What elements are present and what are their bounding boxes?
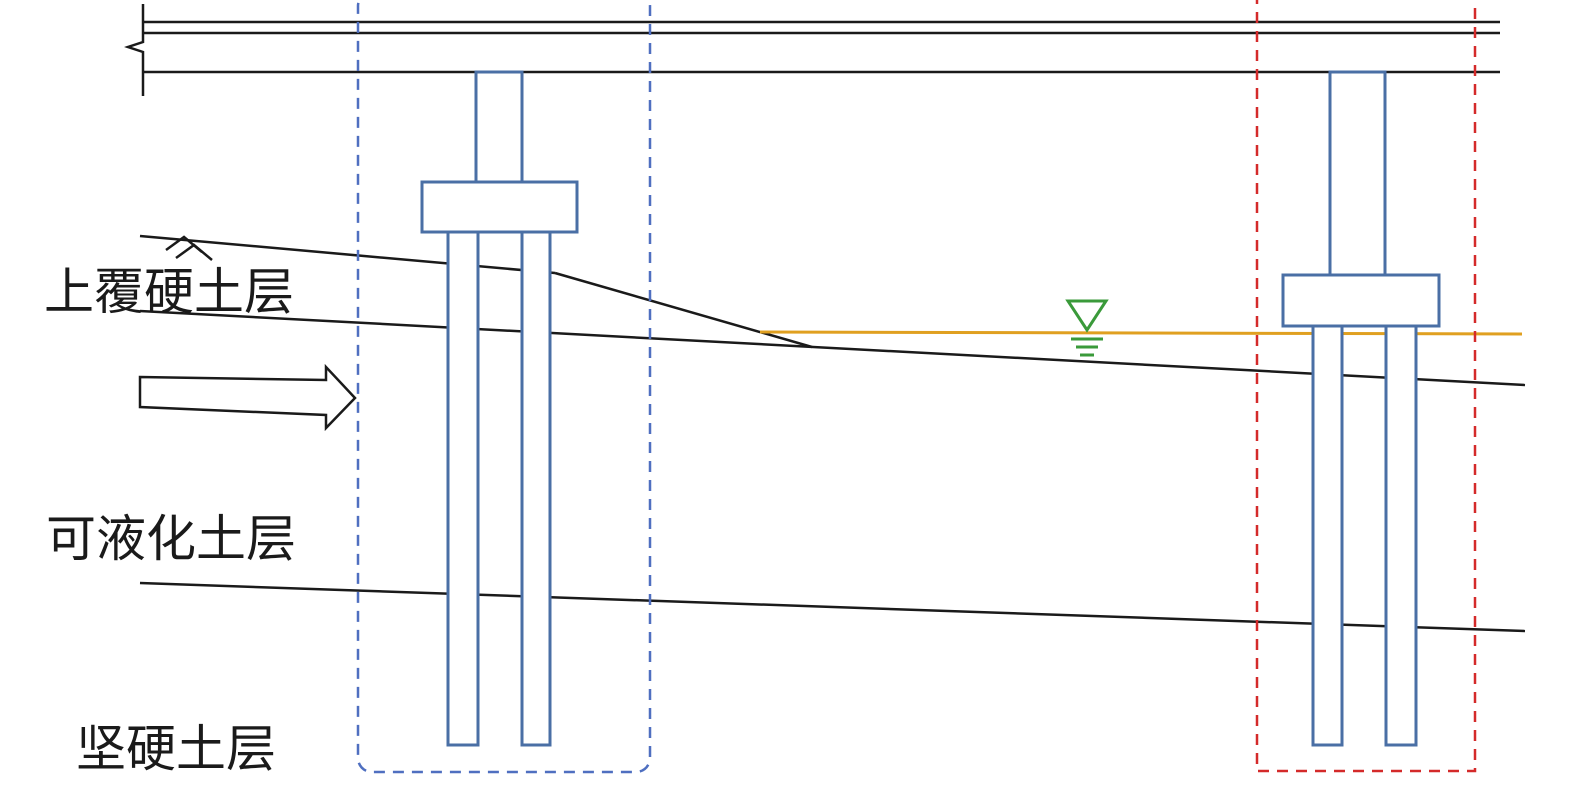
water-table-icon [1065, 299, 1109, 357]
right-pier-column [1328, 70, 1387, 277]
soil-boundaries [139, 234, 1526, 633]
left-pile-cap [420, 180, 579, 234]
left-pile [520, 230, 552, 747]
upper-surface-line [139, 234, 556, 275]
right-arrow-icon [138, 363, 357, 432]
right-pile-cap [1281, 273, 1441, 328]
right-pier [1281, 70, 1441, 747]
liquefiable-bottom-line [139, 581, 1526, 633]
upper-bottom-line [139, 309, 1526, 387]
left-pier [420, 70, 579, 747]
slope-line [554, 271, 813, 349]
left-pier-column [474, 70, 524, 184]
liquefiable-layer-label: 可液化土层 [46, 510, 296, 568]
upper-layer-label: 上覆硬土层 [44, 263, 294, 321]
slope-hatch-icon [165, 235, 213, 261]
hard-layer-label: 坚硬土层 [76, 720, 276, 778]
right-pile [1384, 324, 1418, 747]
break-line-icon [124, 4, 145, 96]
left-pile [446, 230, 480, 747]
right-pile [1311, 324, 1344, 747]
bridge-deck [143, 20, 1500, 74]
